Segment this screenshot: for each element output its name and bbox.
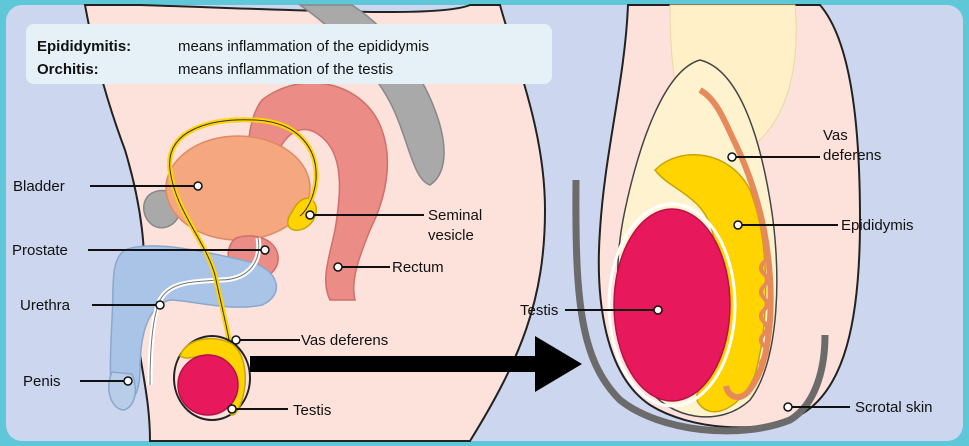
label-seminal-vesicle-1: Seminal [428, 207, 482, 224]
label-vas-deferens-right-2: deferens [823, 147, 881, 164]
label-vas-deferens-right-1: Vas [823, 127, 848, 144]
label-seminal-vesicle-2: vesicle [428, 227, 474, 244]
label-vas-deferens-left: Vas deferens [301, 332, 388, 349]
label-bladder: Bladder [13, 178, 65, 195]
label-urethra: Urethra [20, 297, 71, 314]
definition-term-2: Orchitis: [37, 61, 99, 78]
definition-meaning-2: means inflammation of the testis [178, 61, 393, 78]
label-testis-right: Testis [520, 302, 558, 319]
definition-term-1: Epididymitis: [37, 38, 131, 55]
definition-meaning-1: means inflammation of the epididymis [178, 38, 429, 55]
label-scrotal-skin: Scrotal skin [855, 399, 933, 416]
label-penis: Penis [23, 373, 61, 390]
testis-right [614, 209, 730, 401]
label-epididymis: Epididymis [841, 217, 914, 234]
label-rectum: Rectum [392, 259, 444, 276]
label-prostate: Prostate [12, 242, 68, 259]
label-testis-left: Testis [293, 402, 331, 419]
